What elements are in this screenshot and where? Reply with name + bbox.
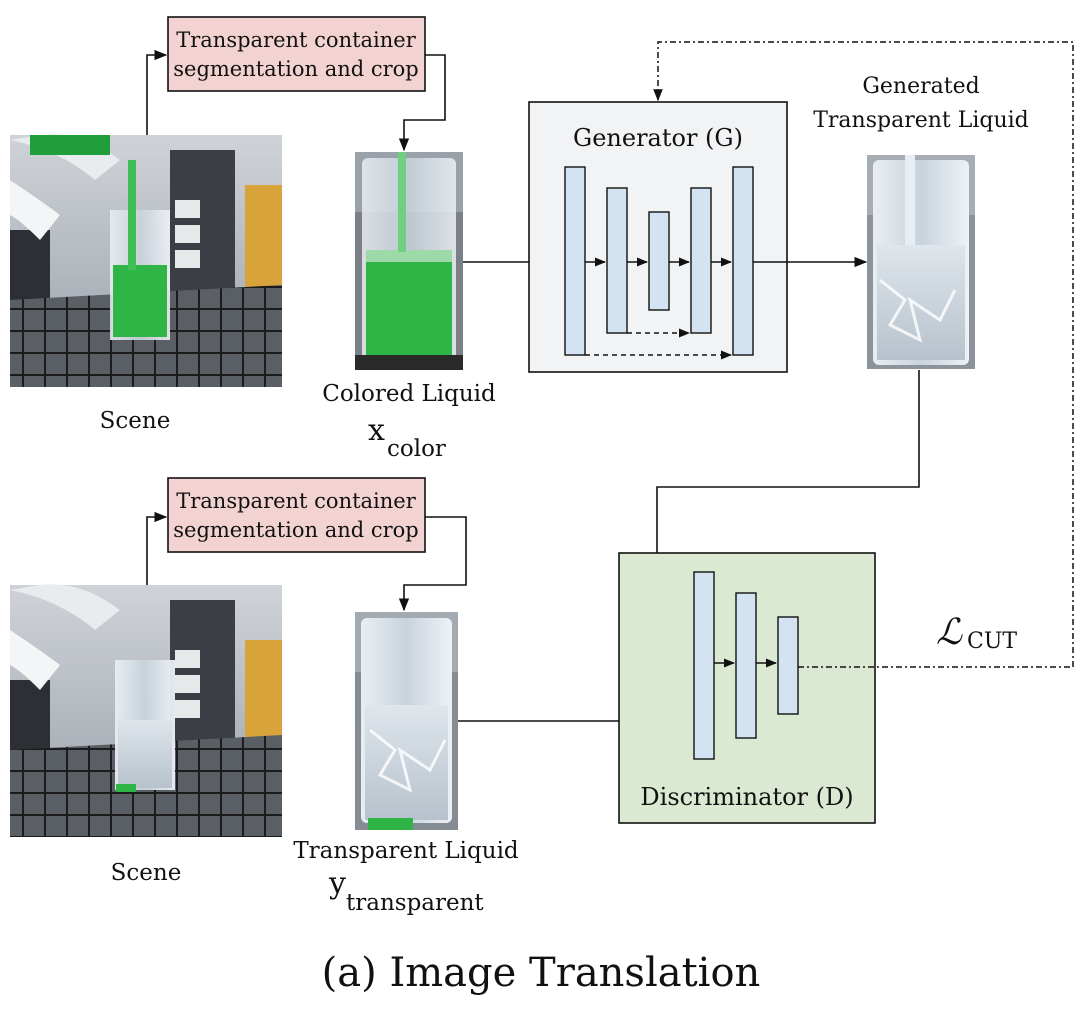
loss-cut-symbol: ℒ CUT <box>936 612 1017 654</box>
generator-layer-4 <box>690 187 712 334</box>
transparent-liquid-label: Transparent Liquid <box>293 838 519 864</box>
discriminator-box: Discriminator (D) <box>618 552 876 824</box>
x-color-base: x <box>368 413 385 448</box>
scene-label-2: Scene <box>111 860 182 886</box>
arrow-scene1-to-seg <box>146 49 168 135</box>
generated-label-line-2: Transparent Liquid <box>813 108 1029 133</box>
scene-label-1: Scene <box>100 408 171 434</box>
generator-layer-1 <box>564 166 586 356</box>
generated-photo <box>867 155 975 369</box>
generator-layer-3 <box>648 211 670 311</box>
crop-photo-transparent <box>355 612 458 830</box>
y-transparent-symbol: y transparent <box>328 866 484 916</box>
segmentation-box-1-line-2: segmentation and crop <box>173 57 419 81</box>
loss-symbol: ℒ <box>936 612 963 653</box>
segmentation-box-2-line-2: segmentation and crop <box>173 518 419 542</box>
arrow-seg2-to-crop <box>398 516 467 612</box>
loss-feedback-arrow <box>653 41 1074 667</box>
y-transparent-base: y <box>328 866 346 901</box>
figure-caption: (a) Image Translation <box>322 950 761 996</box>
segmentation-box-2-line-1: Transparent container <box>176 489 416 513</box>
discriminator-layer-1 <box>693 571 715 760</box>
arrow-scene2-to-seg <box>146 511 168 585</box>
discriminator-layer-2 <box>735 592 757 739</box>
colored-liquid-label: Colored Liquid <box>322 381 496 407</box>
scene-photo-colored <box>10 134 282 387</box>
discriminator-label: Discriminator (D) <box>640 783 853 811</box>
loss-subscript: CUT <box>967 629 1017 654</box>
generator-layer-5 <box>732 166 754 356</box>
y-transparent-subscript: transparent <box>346 890 484 916</box>
generator-label: Generator (G) <box>573 124 743 152</box>
arrow-seg1-to-crop <box>398 54 446 152</box>
x-color-subscript: color <box>387 436 446 462</box>
generator-layer-2 <box>606 187 628 334</box>
segmentation-box-1-line-1: Transparent container <box>176 28 416 52</box>
segmentation-box-1: Transparent container segmentation and c… <box>167 16 426 92</box>
generator-box: Generator (G) <box>528 101 788 373</box>
segmentation-box-2: Transparent container segmentation and c… <box>167 477 426 553</box>
crop-photo-colored <box>355 152 463 370</box>
discriminator-layer-3 <box>777 616 799 715</box>
x-color-symbol: x color <box>368 413 446 462</box>
generated-label-line-1: Generated <box>862 74 979 99</box>
scene-photo-transparent <box>10 584 282 837</box>
